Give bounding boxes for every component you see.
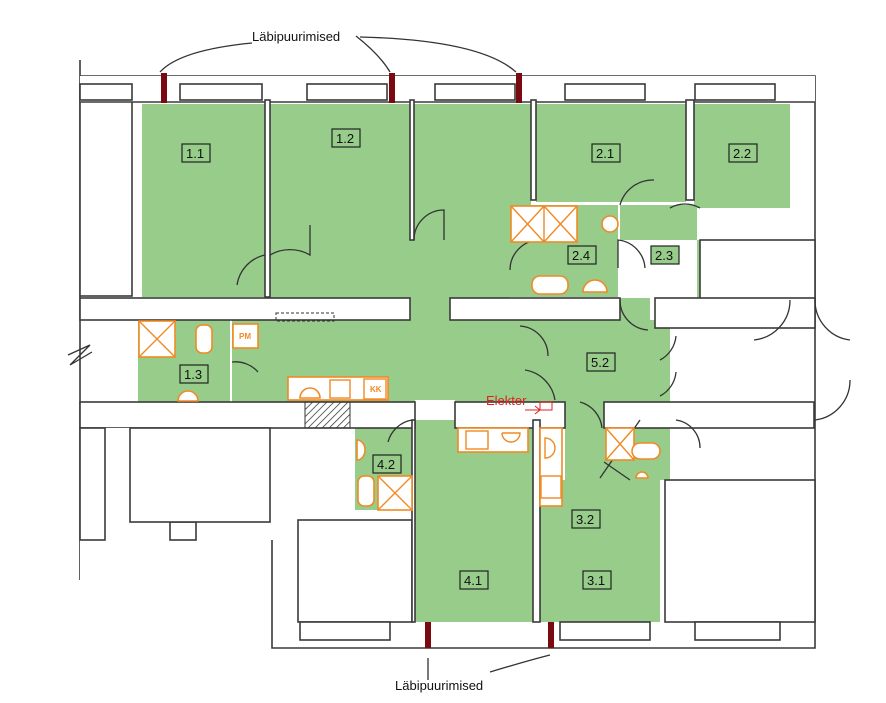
penetration-markers <box>159 35 554 680</box>
svg-text:1.3: 1.3 <box>184 367 202 382</box>
room-label-1.1: 1.1 <box>181 143 211 163</box>
toilet-icon <box>631 442 661 460</box>
room-labels: 1.1 1.2 2.1 2.2 2.4 2.3 1.3 5.2 4.2 4.1 … <box>179 128 758 590</box>
sink-icon <box>177 390 199 402</box>
svg-text:1.2: 1.2 <box>336 131 354 146</box>
toilet-icon <box>357 475 375 507</box>
top-annotation: Läbipuurimised <box>252 29 340 44</box>
room-label-2.1: 2.1 <box>591 143 621 163</box>
sink-icon <box>356 439 366 461</box>
room-label-3.2: 3.2 <box>571 509 601 529</box>
room-label-2.2: 2.2 <box>728 143 758 163</box>
svg-text:4.1: 4.1 <box>464 573 482 588</box>
svg-text:3.2: 3.2 <box>576 512 594 527</box>
room-label-1.3: 1.3 <box>179 364 209 384</box>
sink-icon <box>601 215 619 233</box>
interior-walls <box>79 99 816 641</box>
svg-text:2.1: 2.1 <box>596 146 614 161</box>
kk-label: KK <box>370 385 382 394</box>
svg-text:2.2: 2.2 <box>733 146 751 161</box>
pm-box <box>232 323 259 349</box>
pm-label: PM <box>239 332 251 341</box>
room-label-2.3: 2.3 <box>650 245 680 265</box>
room-label-1.2: 1.2 <box>331 128 361 148</box>
toilet-icon <box>195 324 213 354</box>
room-label-4.1: 4.1 <box>459 570 489 590</box>
building-walls <box>79 60 816 649</box>
fixtures: PM KK <box>138 205 661 511</box>
room-label-2.4: 2.4 <box>567 245 597 265</box>
sink-icon <box>582 279 608 293</box>
svg-text:3.1: 3.1 <box>587 573 605 588</box>
svg-text:2.3: 2.3 <box>655 248 673 263</box>
room-label-4.2: 4.2 <box>372 454 402 474</box>
toilet-icon <box>531 275 569 295</box>
svg-text:5.2: 5.2 <box>591 355 609 370</box>
svg-text:4.2: 4.2 <box>377 457 395 472</box>
room-label-3.1: 3.1 <box>582 570 612 590</box>
bottom-annotation: Läbipuurimised <box>395 678 483 693</box>
room-label-5.2: 5.2 <box>586 352 616 372</box>
electric-annotation: Elekter <box>486 393 527 408</box>
doors <box>67 179 851 481</box>
svg-text:1.1: 1.1 <box>186 146 204 161</box>
svg-text:2.4: 2.4 <box>572 248 590 263</box>
